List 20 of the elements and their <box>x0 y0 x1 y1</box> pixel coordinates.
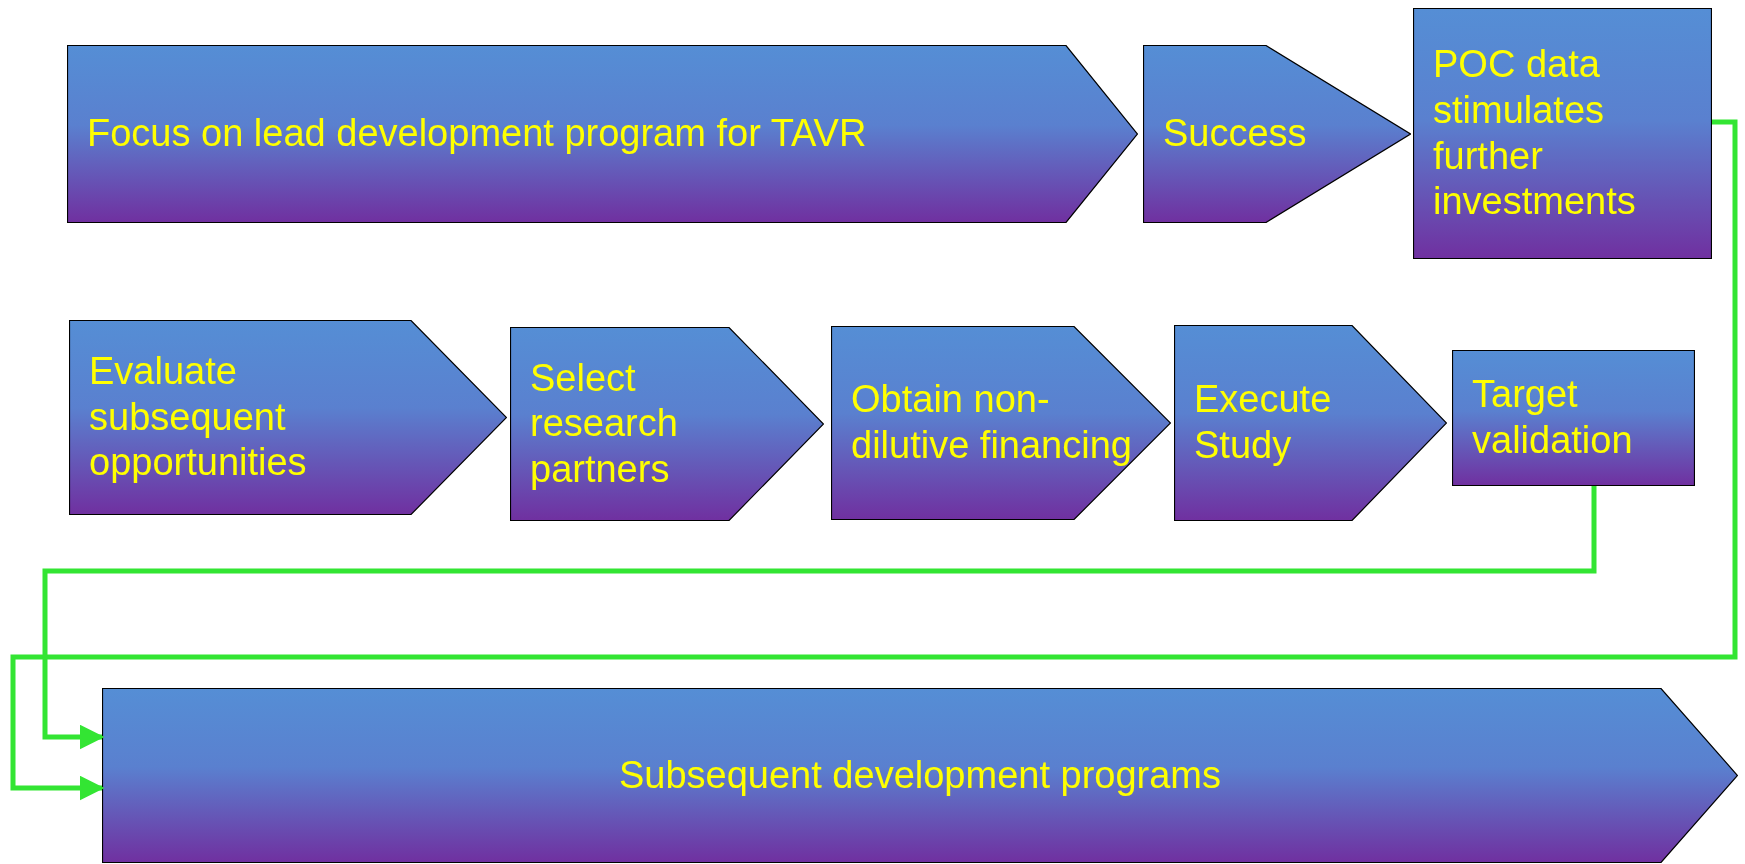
process-box <box>1413 8 1712 259</box>
node-label: Target validation <box>1472 372 1634 463</box>
node-label: Evaluate subsequent opportunities <box>89 349 308 486</box>
node-label: POC data stimulates further investments <box>1433 42 1637 225</box>
connector-arrow <box>10 119 1738 801</box>
node-label: Obtain non-dilutive financing <box>851 377 1133 468</box>
node-label: Focus on lead development program for TAVR <box>87 111 868 157</box>
node-label: Execute Study <box>1194 377 1333 468</box>
node-label: Select research partners <box>530 355 679 492</box>
chevron-arrow-shape <box>67 45 1138 223</box>
chevron-arrow-shape <box>102 688 1738 863</box>
node-label: Subsequent development programs <box>618 752 1221 798</box>
process-box <box>1452 350 1695 486</box>
chevron-arrow-shape <box>69 320 507 515</box>
chevron-arrow-shape <box>1143 45 1411 223</box>
chevron-arrow-shape <box>1174 325 1447 521</box>
connector-arrow <box>42 486 1597 750</box>
chevron-arrow-shape <box>831 326 1171 520</box>
node-label: Success <box>1163 111 1308 157</box>
chevron-arrow-shape <box>510 327 824 521</box>
